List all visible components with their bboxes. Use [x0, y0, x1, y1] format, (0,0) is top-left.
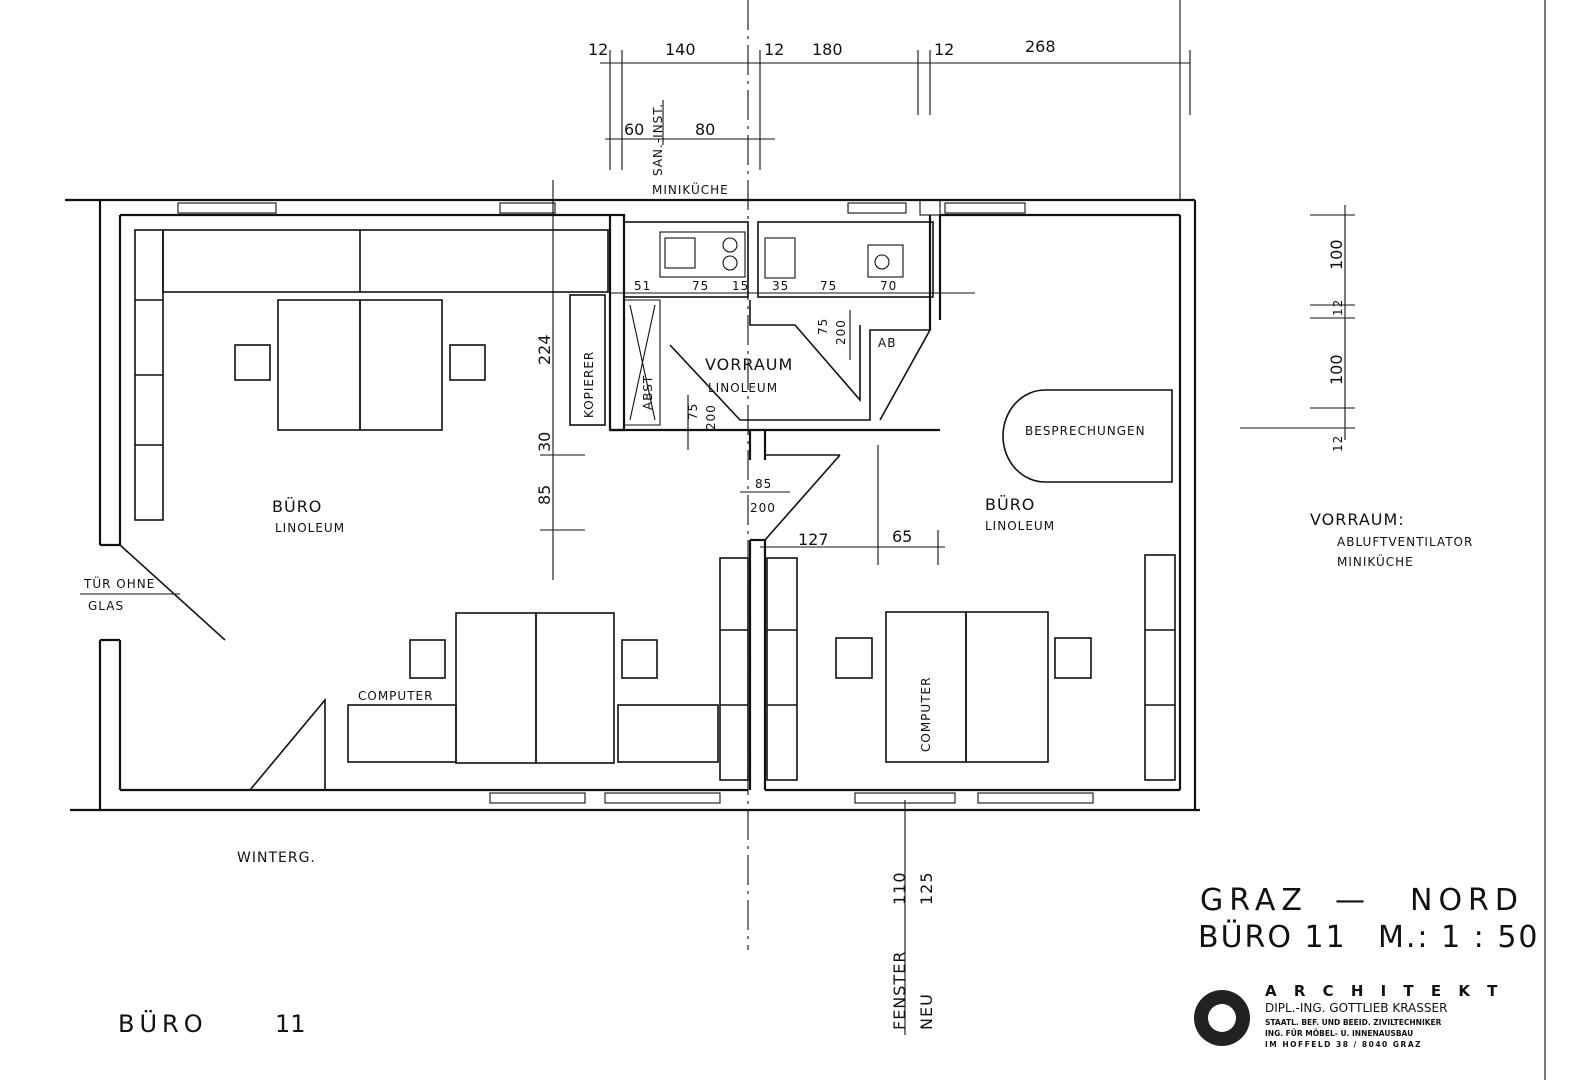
svg-text:180: 180 [812, 40, 843, 59]
svg-text:KOPIERER: KOPIERER [582, 351, 596, 418]
svg-text:60: 60 [624, 120, 644, 139]
svg-text:75: 75 [816, 318, 830, 335]
svg-text:NEU: NEU [917, 993, 936, 1030]
svg-text:15: 15 [732, 279, 749, 293]
svg-text:STAATL. BEF. UND BEEID. ZIVILT: STAATL. BEF. UND BEEID. ZIVILTECHNIKER [1265, 1018, 1442, 1027]
svg-text:MINIKÜCHE: MINIKÜCHE [652, 181, 729, 197]
svg-text:ING. FÜR MÖBEL- U. INNENAUSBAU: ING. FÜR MÖBEL- U. INNENAUSBAU [1265, 1029, 1413, 1038]
svg-text:70: 70 [880, 279, 897, 293]
svg-text:100: 100 [1327, 239, 1346, 270]
svg-text:75: 75 [686, 403, 700, 420]
partition-wall [748, 430, 841, 790]
svg-text:127: 127 [798, 530, 829, 549]
sheet-label: BÜRO 11 [118, 1009, 306, 1038]
svg-text:IM HOFFELD 38 / 8040 GRAZ: IM HOFFELD 38 / 8040 GRAZ [1265, 1040, 1422, 1049]
svg-text:NORD: NORD [1410, 883, 1524, 918]
svg-text:A R C H I T E K T: A R C H I T E K T [1265, 982, 1503, 1000]
svg-text:BÜRO: BÜRO [985, 495, 1035, 514]
svg-text:GRAZ: GRAZ [1200, 883, 1308, 918]
svg-text:TÜR OHNE: TÜR OHNE [83, 575, 155, 591]
meeting-table [1002, 389, 1173, 483]
svg-text:80: 80 [695, 120, 715, 139]
svg-text:85: 85 [755, 477, 772, 491]
svg-text:30: 30 [535, 432, 554, 452]
svg-text:LINOLEUM: LINOLEUM [985, 519, 1055, 533]
svg-text:—: — [1335, 883, 1371, 918]
dimension-lines [540, 0, 1355, 1035]
svg-text:12: 12 [764, 40, 784, 59]
svg-text:FENSTER: FENSTER [890, 951, 909, 1030]
svg-text:WINTERG.: WINTERG. [237, 850, 316, 866]
svg-text:140: 140 [665, 40, 696, 59]
austrian-eagle-seal [1194, 990, 1250, 1046]
svg-text:MINIKÜCHE: MINIKÜCHE [1337, 553, 1414, 569]
svg-text:75: 75 [692, 279, 709, 293]
svg-text:SAN.-INST.: SAN.-INST. [651, 103, 665, 176]
svg-text:200: 200 [704, 404, 718, 430]
svg-text:VORRAUM:: VORRAUM: [1310, 510, 1405, 529]
svg-text:BÜRO 11: BÜRO 11 [1198, 919, 1347, 955]
svg-text:DIPL.-ING. GOTTLIEB KRASSER: DIPL.-ING. GOTTLIEB KRASSER [1265, 1001, 1447, 1015]
svg-text:75: 75 [820, 279, 837, 293]
svg-text:BÜRO: BÜRO [272, 497, 322, 516]
svg-text:110: 110 [890, 871, 909, 905]
svg-text:ABLUFTVENTILATOR: ABLUFTVENTILATOR [1337, 535, 1473, 549]
svg-text:BESPRECHUNGEN: BESPRECHUNGEN [1025, 424, 1146, 438]
svg-text:LINOLEUM: LINOLEUM [275, 521, 345, 535]
windows [177, 199, 1094, 804]
svg-text:200: 200 [834, 319, 848, 345]
svg-text:125: 125 [917, 871, 936, 905]
svg-text:COMPUTER: COMPUTER [358, 689, 433, 703]
winter-garden-door [249, 697, 326, 791]
svg-text:100: 100 [1327, 354, 1346, 385]
title-block: GRAZ — NORD BÜRO 11 M.: 1 : 50 A R C H I… [1194, 883, 1540, 1049]
room-labels: BÜRO LINOLEUM BÜRO LINOLEUM VORRAUM LINO… [80, 336, 1146, 1030]
entrance-door-swing [119, 544, 226, 641]
svg-text:GLAS: GLAS [88, 599, 124, 613]
svg-text:12: 12 [1331, 299, 1345, 316]
outer-walls [65, 198, 1200, 812]
right-office-furniture [766, 389, 1176, 781]
svg-text:12: 12 [934, 40, 954, 59]
svg-text:12: 12 [588, 40, 608, 59]
svg-text:ABST: ABST [641, 375, 655, 410]
svg-text:12: 12 [1331, 435, 1345, 452]
kitchen-block [608, 213, 942, 432]
left-office-furniture [134, 229, 749, 781]
svg-text:AB: AB [878, 336, 896, 350]
svg-text:65: 65 [892, 527, 912, 546]
svg-text:VORRAUM: VORRAUM [705, 355, 793, 374]
svg-text:85: 85 [535, 485, 554, 505]
svg-text:M.: 1 : 50: M.: 1 : 50 [1378, 920, 1540, 955]
notes: VORRAUM: ABLUFTVENTILATOR MINIKÜCHE [1310, 510, 1473, 569]
svg-text:BÜRO: BÜRO [118, 1009, 208, 1038]
svg-text:268: 268 [1025, 37, 1056, 56]
svg-text:11: 11 [275, 1010, 306, 1038]
svg-text:LINOLEUM: LINOLEUM [708, 381, 778, 395]
svg-text:200: 200 [750, 501, 776, 515]
dimension-labels: 12 140 12 180 12 268 60 80 SAN.-INST. MI… [535, 37, 1346, 549]
svg-text:COMPUTER: COMPUTER [919, 677, 933, 752]
svg-text:51: 51 [634, 279, 651, 293]
svg-text:224: 224 [535, 334, 554, 365]
svg-text:35: 35 [772, 279, 789, 293]
